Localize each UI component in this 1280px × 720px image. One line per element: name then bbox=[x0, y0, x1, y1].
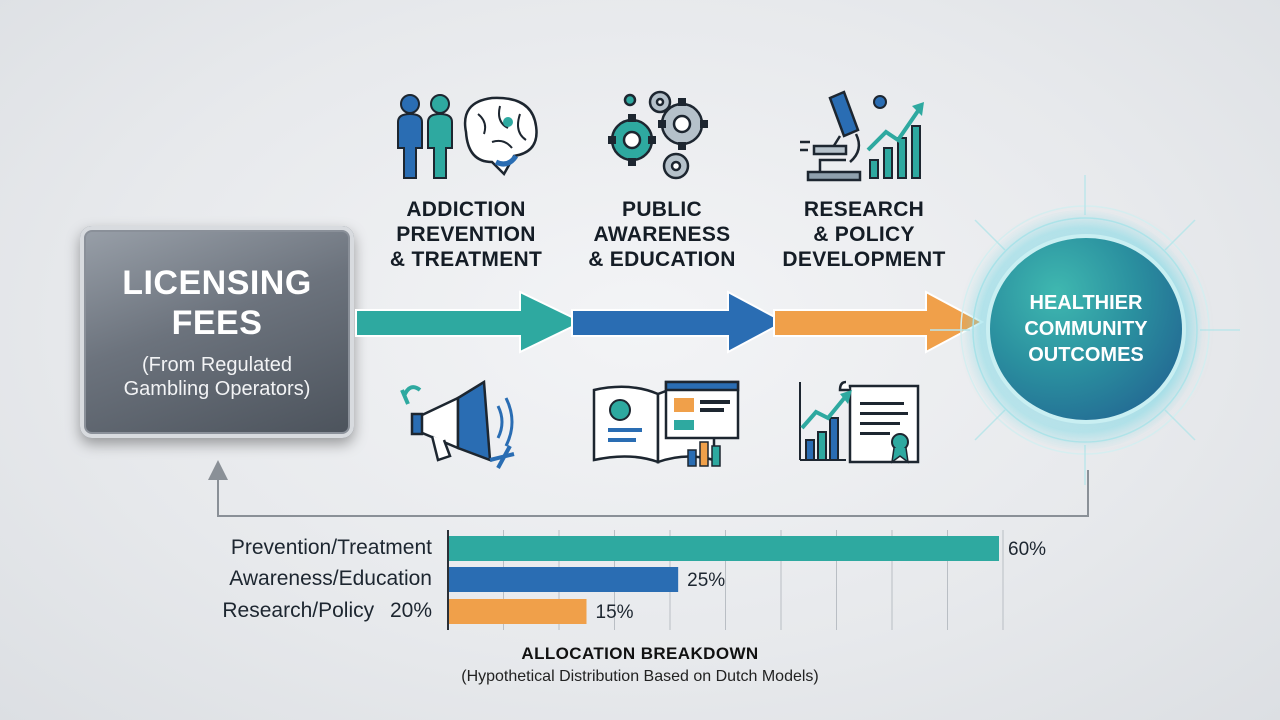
bar-awareness-education bbox=[449, 567, 679, 592]
licensing-fees-box: LICENSING FEES (From Regulated Gambling … bbox=[80, 226, 354, 438]
outcome-rays bbox=[930, 175, 1240, 485]
chart-document-icon bbox=[799, 380, 920, 464]
flow-arrow-research bbox=[773, 290, 985, 354]
bar-prevention-treatment bbox=[449, 536, 999, 561]
stage-title-prevention: ADDICTION PREVENTION & TREATMENT bbox=[389, 198, 543, 271]
bar-label-prevention: Prevention/Treatment bbox=[230, 536, 432, 559]
bar-label-research-extra: 20% bbox=[389, 599, 432, 622]
stage-title-research: RESEARCH & POLICY DEVELOPMENT bbox=[782, 198, 946, 271]
microscope-chart-icon bbox=[800, 90, 924, 182]
people-brain-icon bbox=[397, 94, 538, 179]
gears-icon bbox=[608, 90, 708, 180]
bar-value-label: 25% bbox=[687, 570, 725, 591]
bar-label-awareness: Awareness/Education bbox=[229, 567, 432, 590]
outcome-title: HEALTHIER COMMUNITY OUTCOMES bbox=[1024, 292, 1148, 366]
bar-label-research: Research/Policy 20% bbox=[222, 599, 432, 623]
licensing-fees-title: LICENSING FEES bbox=[122, 264, 312, 342]
stage-title-awareness: PUBLIC AWARENESS & EDUCATION bbox=[588, 198, 736, 271]
licensing-fees-subtitle: (From Regulated Gambling Operators) bbox=[123, 354, 311, 400]
flow-arrow-prevention bbox=[355, 290, 585, 354]
megaphone-icon bbox=[400, 379, 515, 469]
bar-label-research-name: Research/Policy bbox=[222, 599, 375, 622]
bar-value-label: 60% bbox=[1008, 539, 1046, 560]
chart-title: ALLOCATION BREAKDOWN bbox=[521, 644, 759, 663]
bar-value-label: 15% bbox=[596, 602, 634, 623]
chart-subtitle: (Hypothetical Distribution Based on Dutc… bbox=[461, 668, 819, 685]
flow-arrow-awareness bbox=[571, 290, 787, 354]
bar-research-policy bbox=[449, 599, 587, 624]
outcome-circle: HEALTHIER COMMUNITY OUTCOMES bbox=[990, 238, 1182, 420]
book-screen-icon bbox=[592, 380, 740, 467]
